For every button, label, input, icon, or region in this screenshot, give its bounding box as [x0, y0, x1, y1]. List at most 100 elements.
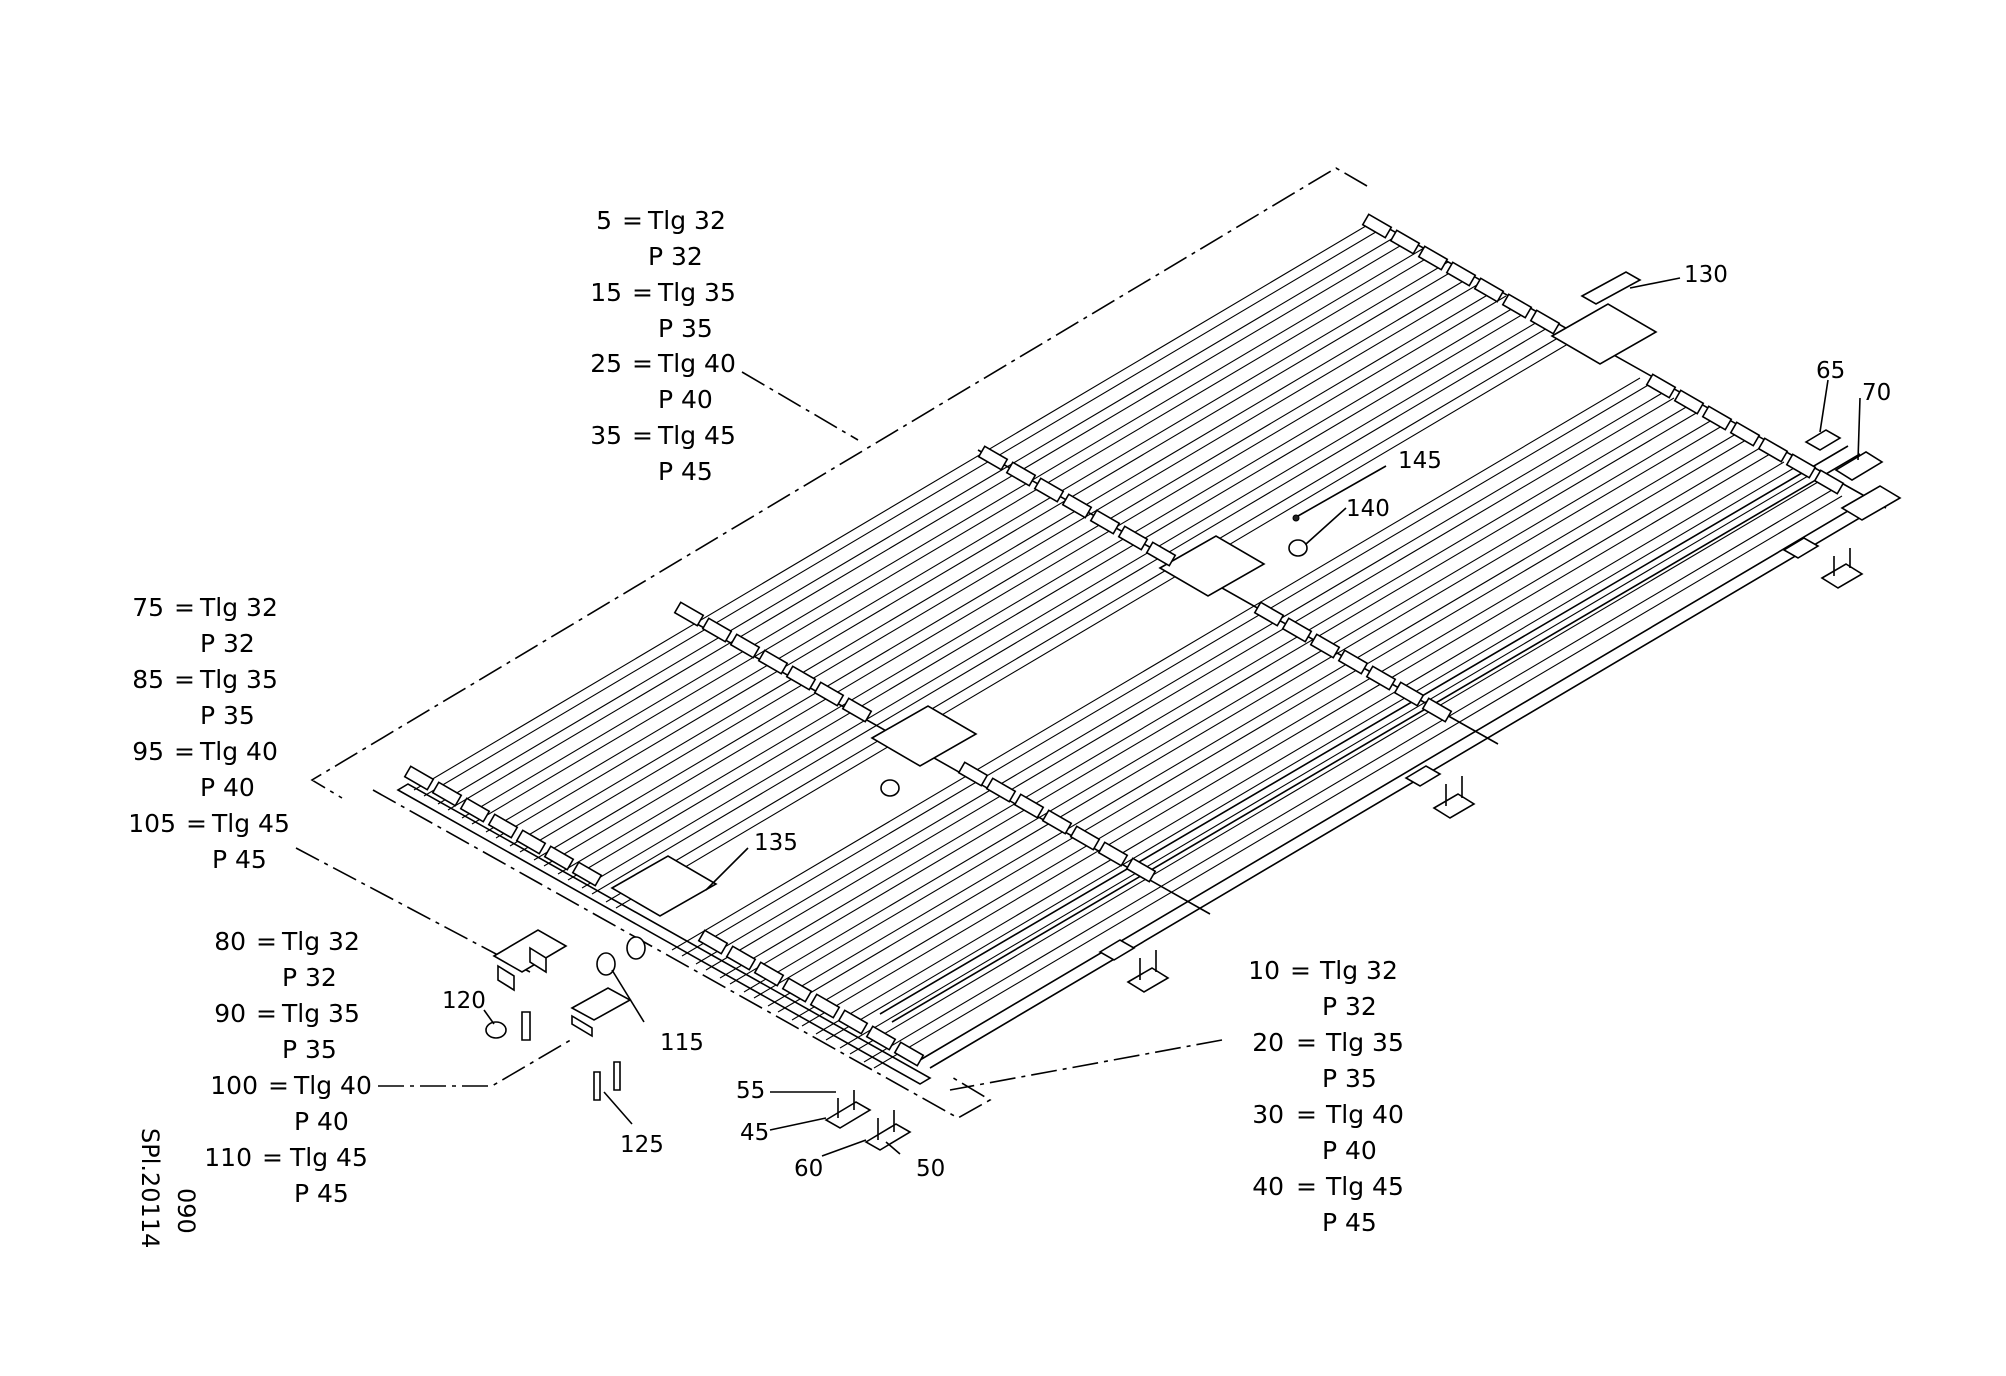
callout-140: 140 [1346, 496, 1390, 522]
legend-top-tlg-1: Tlg 35 [657, 278, 736, 307]
legend-right-eq-0: = [1290, 956, 1311, 985]
foot-rear-2 [1820, 563, 1864, 589]
rod-assembly [396, 217, 1891, 1085]
legend-left-pos-3: 105 [128, 809, 176, 838]
bolt-125-a [593, 1071, 601, 1101]
leader-right-legend [949, 1039, 1223, 1091]
callout-120: 120 [442, 988, 486, 1014]
foot-mid-2 [1432, 793, 1476, 819]
ring-140 [1288, 539, 1308, 557]
callout-145: 145 [1398, 448, 1442, 474]
legend-ll-pos-0: 80 [214, 927, 246, 956]
legend-top-eq-0: = [622, 206, 643, 235]
legend-right-p-2: P 40 [1322, 1136, 1377, 1165]
callout-115: 115 [660, 1030, 704, 1056]
callout-45: 45 [740, 1120, 769, 1146]
bottom-rods [879, 445, 1891, 1069]
legend-top-eq-2: = [632, 349, 653, 378]
legend-ll-pos-3: 110 [204, 1143, 252, 1172]
legend-ll-eq-2: = [268, 1071, 289, 1100]
legend-left-eq-2: = [174, 737, 195, 766]
legend-left-tlg-0: Tlg 32 [199, 593, 278, 622]
callout-65: 65 [1816, 358, 1845, 384]
legend-ll-p-0: P 32 [282, 963, 337, 992]
bushing-115-b [626, 936, 646, 960]
legend-ll-pos-2: 100 [210, 1071, 258, 1100]
leader-lines [295, 167, 1368, 1119]
legend-left-pos-1: 85 [132, 665, 164, 694]
bolt-125-b [613, 1061, 621, 1091]
legend-right-p-3: P 45 [1322, 1208, 1377, 1237]
legend-right-eq-1: = [1296, 1028, 1317, 1057]
legend-ll-tlg-3: Tlg 45 [289, 1143, 368, 1172]
legend-right: 10 = Tlg 32 P 32 20 = Tlg 35 P 35 30 = T… [1248, 956, 1404, 1237]
legend-ll-eq-0: = [256, 927, 277, 956]
leader-lower-left-legend [378, 1037, 575, 1087]
legend-ll-eq-3: = [262, 1143, 283, 1172]
center-plate-front [610, 855, 718, 917]
legend-right-pos-2: 30 [1252, 1100, 1284, 1129]
leader-top-legend [741, 371, 859, 441]
legend-ll-tlg-0: Tlg 32 [281, 927, 360, 956]
legend-left-pos-2: 95 [132, 737, 164, 766]
clip-row-mid-1 [673, 601, 1157, 883]
legend-top-pos-3: 35 [590, 421, 622, 450]
loose-parts [485, 271, 1642, 1151]
legend-ll-p-3: P 45 [294, 1179, 349, 1208]
legend-right-pos-0: 10 [1248, 956, 1280, 985]
center-plate-rear [1550, 303, 1658, 365]
legend-left-p-1: P 35 [200, 701, 255, 730]
top-group-bracket [310, 167, 1368, 799]
legend-lower-left: 80 = Tlg 32 P 32 90 = Tlg 35 P 35 100 = … [204, 927, 372, 1208]
legend-ll-p-1: P 35 [282, 1035, 337, 1064]
legend-top-p-2: P 40 [658, 385, 713, 414]
upper-rod-bank [413, 219, 1579, 909]
legend-top-tlg-0: Tlg 32 [647, 206, 726, 235]
center-plate-upper [1158, 535, 1266, 597]
legend-left-eq-0: = [174, 593, 195, 622]
leader-left-legend [295, 847, 531, 973]
drawing-rev: 090 [172, 1188, 200, 1234]
legend-left-tlg-2: Tlg 40 [199, 737, 278, 766]
legend-right-tlg-0: Tlg 32 [1319, 956, 1398, 985]
callout-130: 130 [1684, 262, 1728, 288]
callout-leaders [483, 277, 1861, 1157]
bolt-120 [521, 1011, 531, 1041]
legend-right-pos-3: 40 [1252, 1172, 1284, 1201]
foot-front-1 [1098, 939, 1136, 961]
legend-ll-p-2: P 40 [294, 1107, 349, 1136]
legend-right-tlg-3: Tlg 45 [1325, 1172, 1404, 1201]
legend-top-tlg-3: Tlg 45 [657, 421, 736, 450]
center-plate-mid [870, 705, 978, 767]
plate-45 [824, 1101, 872, 1129]
foot-mid-1 [1404, 765, 1442, 787]
legend-ll-tlg-1: Tlg 35 [281, 999, 360, 1028]
bracket-65 [1804, 429, 1842, 451]
legend-left-eq-3: = [186, 809, 207, 838]
drawing-id: SPl.20114 [136, 1128, 164, 1248]
lower-rod-bank [671, 377, 1843, 1069]
legend-left-p-2: P 40 [200, 773, 255, 802]
legend-top: 5 = Tlg 32 P 32 15 = Tlg 35 P 35 25 = Tl… [590, 206, 736, 486]
legend-left-tlg-1: Tlg 35 [199, 665, 278, 694]
legend-top-p-3: P 45 [658, 457, 713, 486]
clip-80-series [570, 987, 632, 1021]
legend-right-pos-1: 20 [1252, 1028, 1284, 1057]
callout-135: 135 [754, 830, 798, 856]
legend-left: 75 = Tlg 32 P 32 85 = Tlg 35 P 35 95 = T… [128, 593, 290, 874]
front-tie-strip [396, 783, 932, 1085]
legend-ll-tlg-2: Tlg 40 [293, 1071, 372, 1100]
legend-top-p-0: P 32 [648, 242, 703, 271]
legend-top-tlg-2: Tlg 40 [657, 349, 736, 378]
clip-row-rear [1361, 213, 1845, 495]
legend-right-tlg-1: Tlg 35 [1325, 1028, 1404, 1057]
legend-right-eq-2: = [1296, 1100, 1317, 1129]
lower-group-bracket [372, 789, 992, 1119]
legend-ll-eq-1: = [256, 999, 277, 1028]
legend-left-p-0: P 32 [200, 629, 255, 658]
legend-right-tlg-2: Tlg 40 [1325, 1100, 1404, 1129]
legend-top-pos-0: 5 [596, 206, 612, 235]
legend-top-pos-2: 25 [590, 349, 622, 378]
callout-125: 125 [620, 1132, 664, 1158]
legend-left-pos-0: 75 [132, 593, 164, 622]
